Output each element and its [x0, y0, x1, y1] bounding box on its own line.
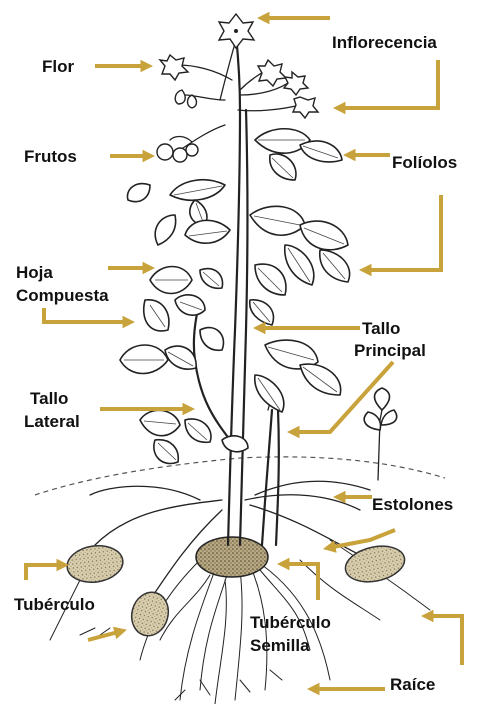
arrow-compuesta	[44, 308, 130, 322]
label-inflorescencia: Inflorecencia	[332, 33, 437, 52]
soil-line	[35, 457, 445, 495]
label-hoja-line1: Hoja	[16, 263, 53, 282]
label-tallo-lateral-line2: Lateral	[24, 412, 80, 431]
label-raice: Raíce	[390, 675, 435, 694]
tuber-right	[342, 541, 408, 587]
arrow-raice	[426, 616, 462, 665]
label-flor: Flor	[42, 57, 74, 76]
label-frutos: Frutos	[24, 147, 77, 166]
label-tuberculo-semilla-line1: Tubérculo	[250, 613, 331, 632]
label-hoja-line2: Compuesta	[16, 286, 109, 305]
label-foliolos: Folíolos	[392, 153, 457, 172]
arrow-estolones-2	[328, 530, 395, 548]
arrow-tuberculo-2	[88, 631, 122, 640]
label-tuberculo: Tubérculo	[14, 595, 95, 614]
arrow-tuberculo	[26, 565, 64, 580]
lateral-stem	[194, 300, 230, 440]
arrow-inflorescencia-2	[338, 60, 438, 108]
label-tallo-principal-line1: Tallo	[362, 319, 400, 338]
label-estolones: Estolones	[372, 495, 453, 514]
label-tallo-principal-line2: Principal	[354, 341, 426, 360]
arrow-foliolos-lower	[364, 195, 441, 270]
foliage	[120, 129, 350, 464]
arrow-tuberculo-semilla	[282, 564, 318, 600]
small-side-plant	[364, 388, 396, 480]
label-tuberculo-semilla-line2: Semilla	[250, 636, 310, 655]
tuber-lower	[127, 588, 173, 640]
seed-tuber	[196, 537, 268, 577]
tuber-left	[65, 542, 125, 585]
label-tallo-lateral-line1: Tallo	[30, 389, 68, 408]
